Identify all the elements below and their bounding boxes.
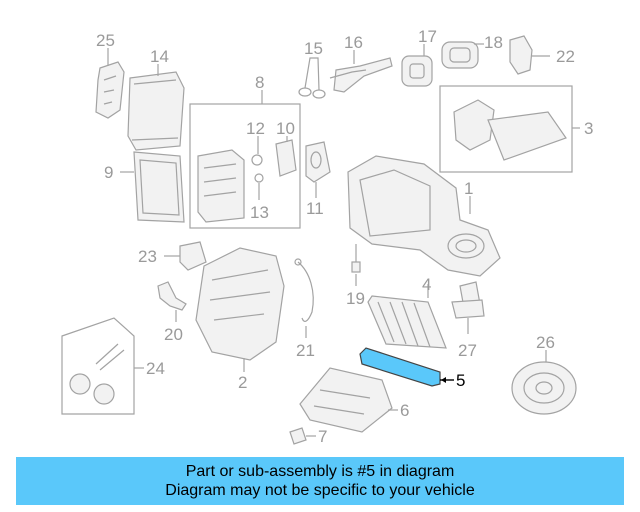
callout-14: 14 [150, 47, 169, 66]
part-2-case: 2 [195, 247, 285, 392]
callout-2: 2 [238, 373, 247, 392]
callout-16: 16 [344, 33, 363, 52]
callout-9: 9 [104, 163, 113, 182]
banner-line-1: Part or sub-assembly is #5 in diagram [185, 463, 455, 480]
callout-8: 8 [255, 73, 264, 92]
part-6-tray: 6 [299, 367, 409, 433]
callout-13: 13 [250, 203, 269, 222]
part-26-blower: 26 [511, 333, 577, 415]
callout-27: 27 [458, 341, 477, 360]
callout-21: 21 [296, 341, 315, 360]
info-banner: Part or sub-assembly is #5 in diagram Di… [16, 457, 624, 505]
callout-15: 15 [304, 39, 323, 58]
callout-3: 3 [584, 119, 593, 138]
part-22-bracket: 22 [509, 35, 575, 75]
part-17-gasket: 17 [401, 27, 437, 87]
part-8-group: 8 12 13 10 [189, 73, 301, 229]
callout-10: 10 [276, 119, 295, 138]
callout-18: 18 [484, 33, 503, 52]
part-18-seal: 18 [441, 33, 503, 69]
callout-24: 24 [146, 359, 165, 378]
part-3-group: 3 [439, 85, 593, 173]
callout-22: 22 [556, 47, 575, 66]
callout-17: 17 [418, 27, 437, 46]
part-19-bolt: 19 [346, 244, 365, 308]
part-11-valve: 11 [305, 141, 331, 218]
part-15-orings: 15 [298, 39, 326, 99]
callout-23: 23 [138, 247, 157, 266]
parts-diagram: 25 14 9 8 12 13 10 11 [61, 27, 593, 446]
part-5-highlighted: 5 [359, 347, 465, 390]
part-7-plug: 7 [289, 427, 327, 446]
part-14-evaporator: 14 [127, 47, 185, 151]
callout-11: 11 [306, 199, 324, 218]
part-21-cable: 21 [294, 258, 315, 360]
part-27-connector: 27 [451, 281, 485, 360]
callout-6: 6 [400, 401, 409, 420]
callout-5: 5 [456, 371, 465, 390]
part-1-housing: 1 [347, 155, 501, 277]
callout-20: 20 [164, 325, 183, 344]
callout-25: 25 [96, 31, 115, 50]
callout-1: 1 [464, 179, 473, 198]
callout-12: 12 [246, 119, 265, 138]
part-24-group: 24 [61, 317, 165, 415]
part-25-bracket: 25 [95, 31, 125, 119]
part-20-sensor: 20 [157, 281, 187, 344]
callout-26: 26 [536, 333, 555, 352]
part-23-clip: 23 [138, 241, 207, 271]
callout-19: 19 [346, 289, 365, 308]
callout-4: 4 [422, 275, 431, 294]
part-9-frame: 9 [104, 151, 185, 223]
callout-7: 7 [318, 427, 327, 446]
part-16-pipe: 16 [329, 33, 393, 93]
part-4-filter: 4 [367, 275, 447, 349]
banner-line-2: Diagram may not be specific to your vehi… [165, 482, 475, 499]
